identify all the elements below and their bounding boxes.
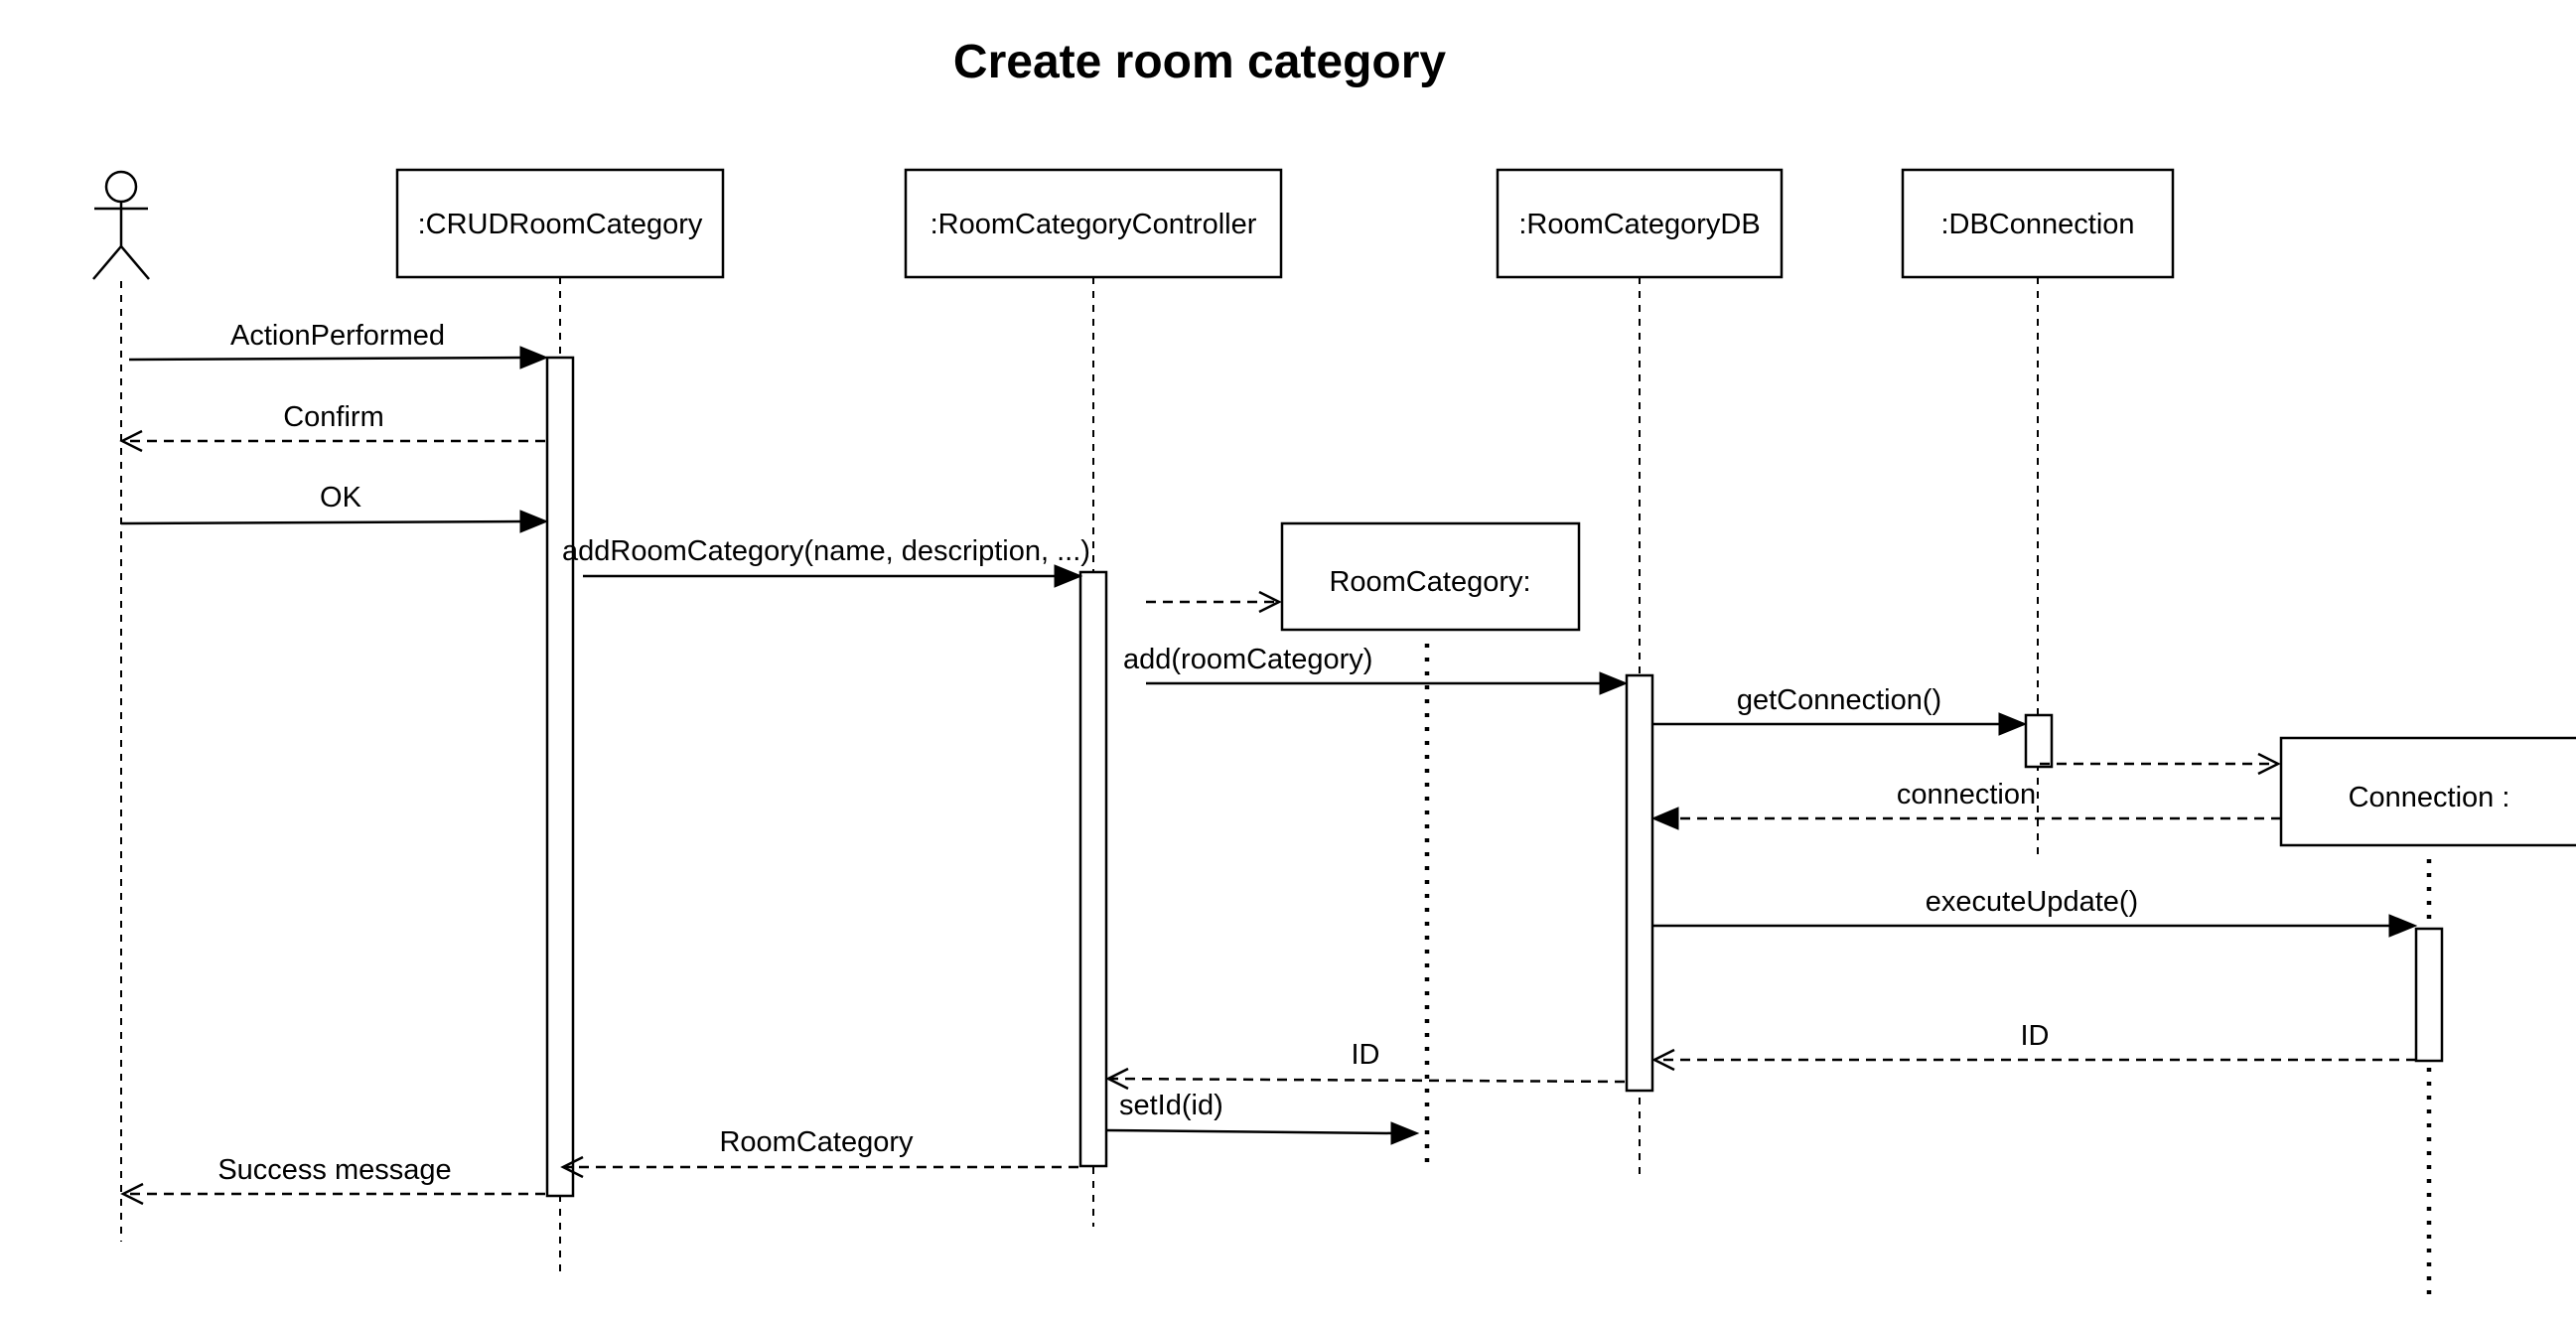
lifeline-room-category-db-box xyxy=(1496,168,1784,279)
message-action-performed: ActionPerformed xyxy=(128,320,549,369)
message-ok-label: OK xyxy=(320,482,362,514)
message-room-category-return: RoomCategory xyxy=(560,1126,1078,1179)
activation-crud-room-category xyxy=(545,356,575,1198)
message-get-connection: getConnection() xyxy=(1652,684,2028,736)
message-execute-update: executeUpdate() xyxy=(1652,886,2418,938)
message-add-room-category-label: addRoomCategory(name, description, ...) xyxy=(562,535,1090,567)
message-id-from-connection: ID xyxy=(1651,1020,2416,1072)
object-room-category-box xyxy=(1280,521,1581,632)
lifeline-room-category-controller-label: :RoomCategoryController xyxy=(930,209,1257,240)
activation-db-connection xyxy=(2024,713,2054,769)
message-ok: OK xyxy=(120,482,549,533)
message-id-to-controller: ID xyxy=(1105,1039,1626,1091)
object-connection-box xyxy=(2279,736,2576,847)
message-execute-update-label: executeUpdate() xyxy=(1926,886,2138,918)
lifeline-room-category-db-label: :RoomCategoryDB xyxy=(1518,209,1760,240)
actor-figure xyxy=(92,170,150,280)
message-confirm-label: Confirm xyxy=(283,401,384,433)
lifeline-crud-room-category-label: :CRUDRoomCategory xyxy=(418,209,703,240)
message-create-connection xyxy=(2040,752,2281,776)
message-add-room-category-db: add(roomCategory) xyxy=(1123,644,1629,695)
message-add-room-category: addRoomCategory(name, description, ...) xyxy=(562,535,1090,588)
message-set-id: setId(id) xyxy=(1105,1090,1420,1145)
lifeline-room-category-controller-box xyxy=(904,168,1283,279)
message-add-label: add(roomCategory) xyxy=(1123,644,1372,675)
message-room-category-label: RoomCategory xyxy=(719,1126,914,1158)
message-connection-label: connection xyxy=(1897,779,2036,810)
message-create-room-category xyxy=(1146,590,1282,614)
message-id-from-connection-label: ID xyxy=(2021,1020,2050,1052)
activation-room-category-controller xyxy=(1078,570,1108,1168)
message-success-label: Success message xyxy=(217,1154,451,1186)
diagram-title: Create room category xyxy=(953,36,1446,88)
lifeline-crud-room-category-box xyxy=(395,168,725,279)
message-confirm: Confirm xyxy=(119,401,545,453)
message-connection-return: connection xyxy=(1650,779,2281,830)
activation-connection xyxy=(2414,927,2444,1063)
lifeline-db-connection-label: :DBConnection xyxy=(1940,209,2134,240)
activation-room-category-db xyxy=(1625,673,1654,1093)
object-room-category-label: RoomCategory: xyxy=(1329,566,1530,598)
message-action-performed-label: ActionPerformed xyxy=(230,320,445,352)
message-id-to-controller-label: ID xyxy=(1352,1039,1380,1071)
object-connection-label: Connection : xyxy=(2349,782,2510,813)
message-get-connection-label: getConnection() xyxy=(1737,684,1941,716)
message-success: Success message xyxy=(120,1154,545,1206)
message-set-id-label: setId(id) xyxy=(1119,1090,1223,1121)
